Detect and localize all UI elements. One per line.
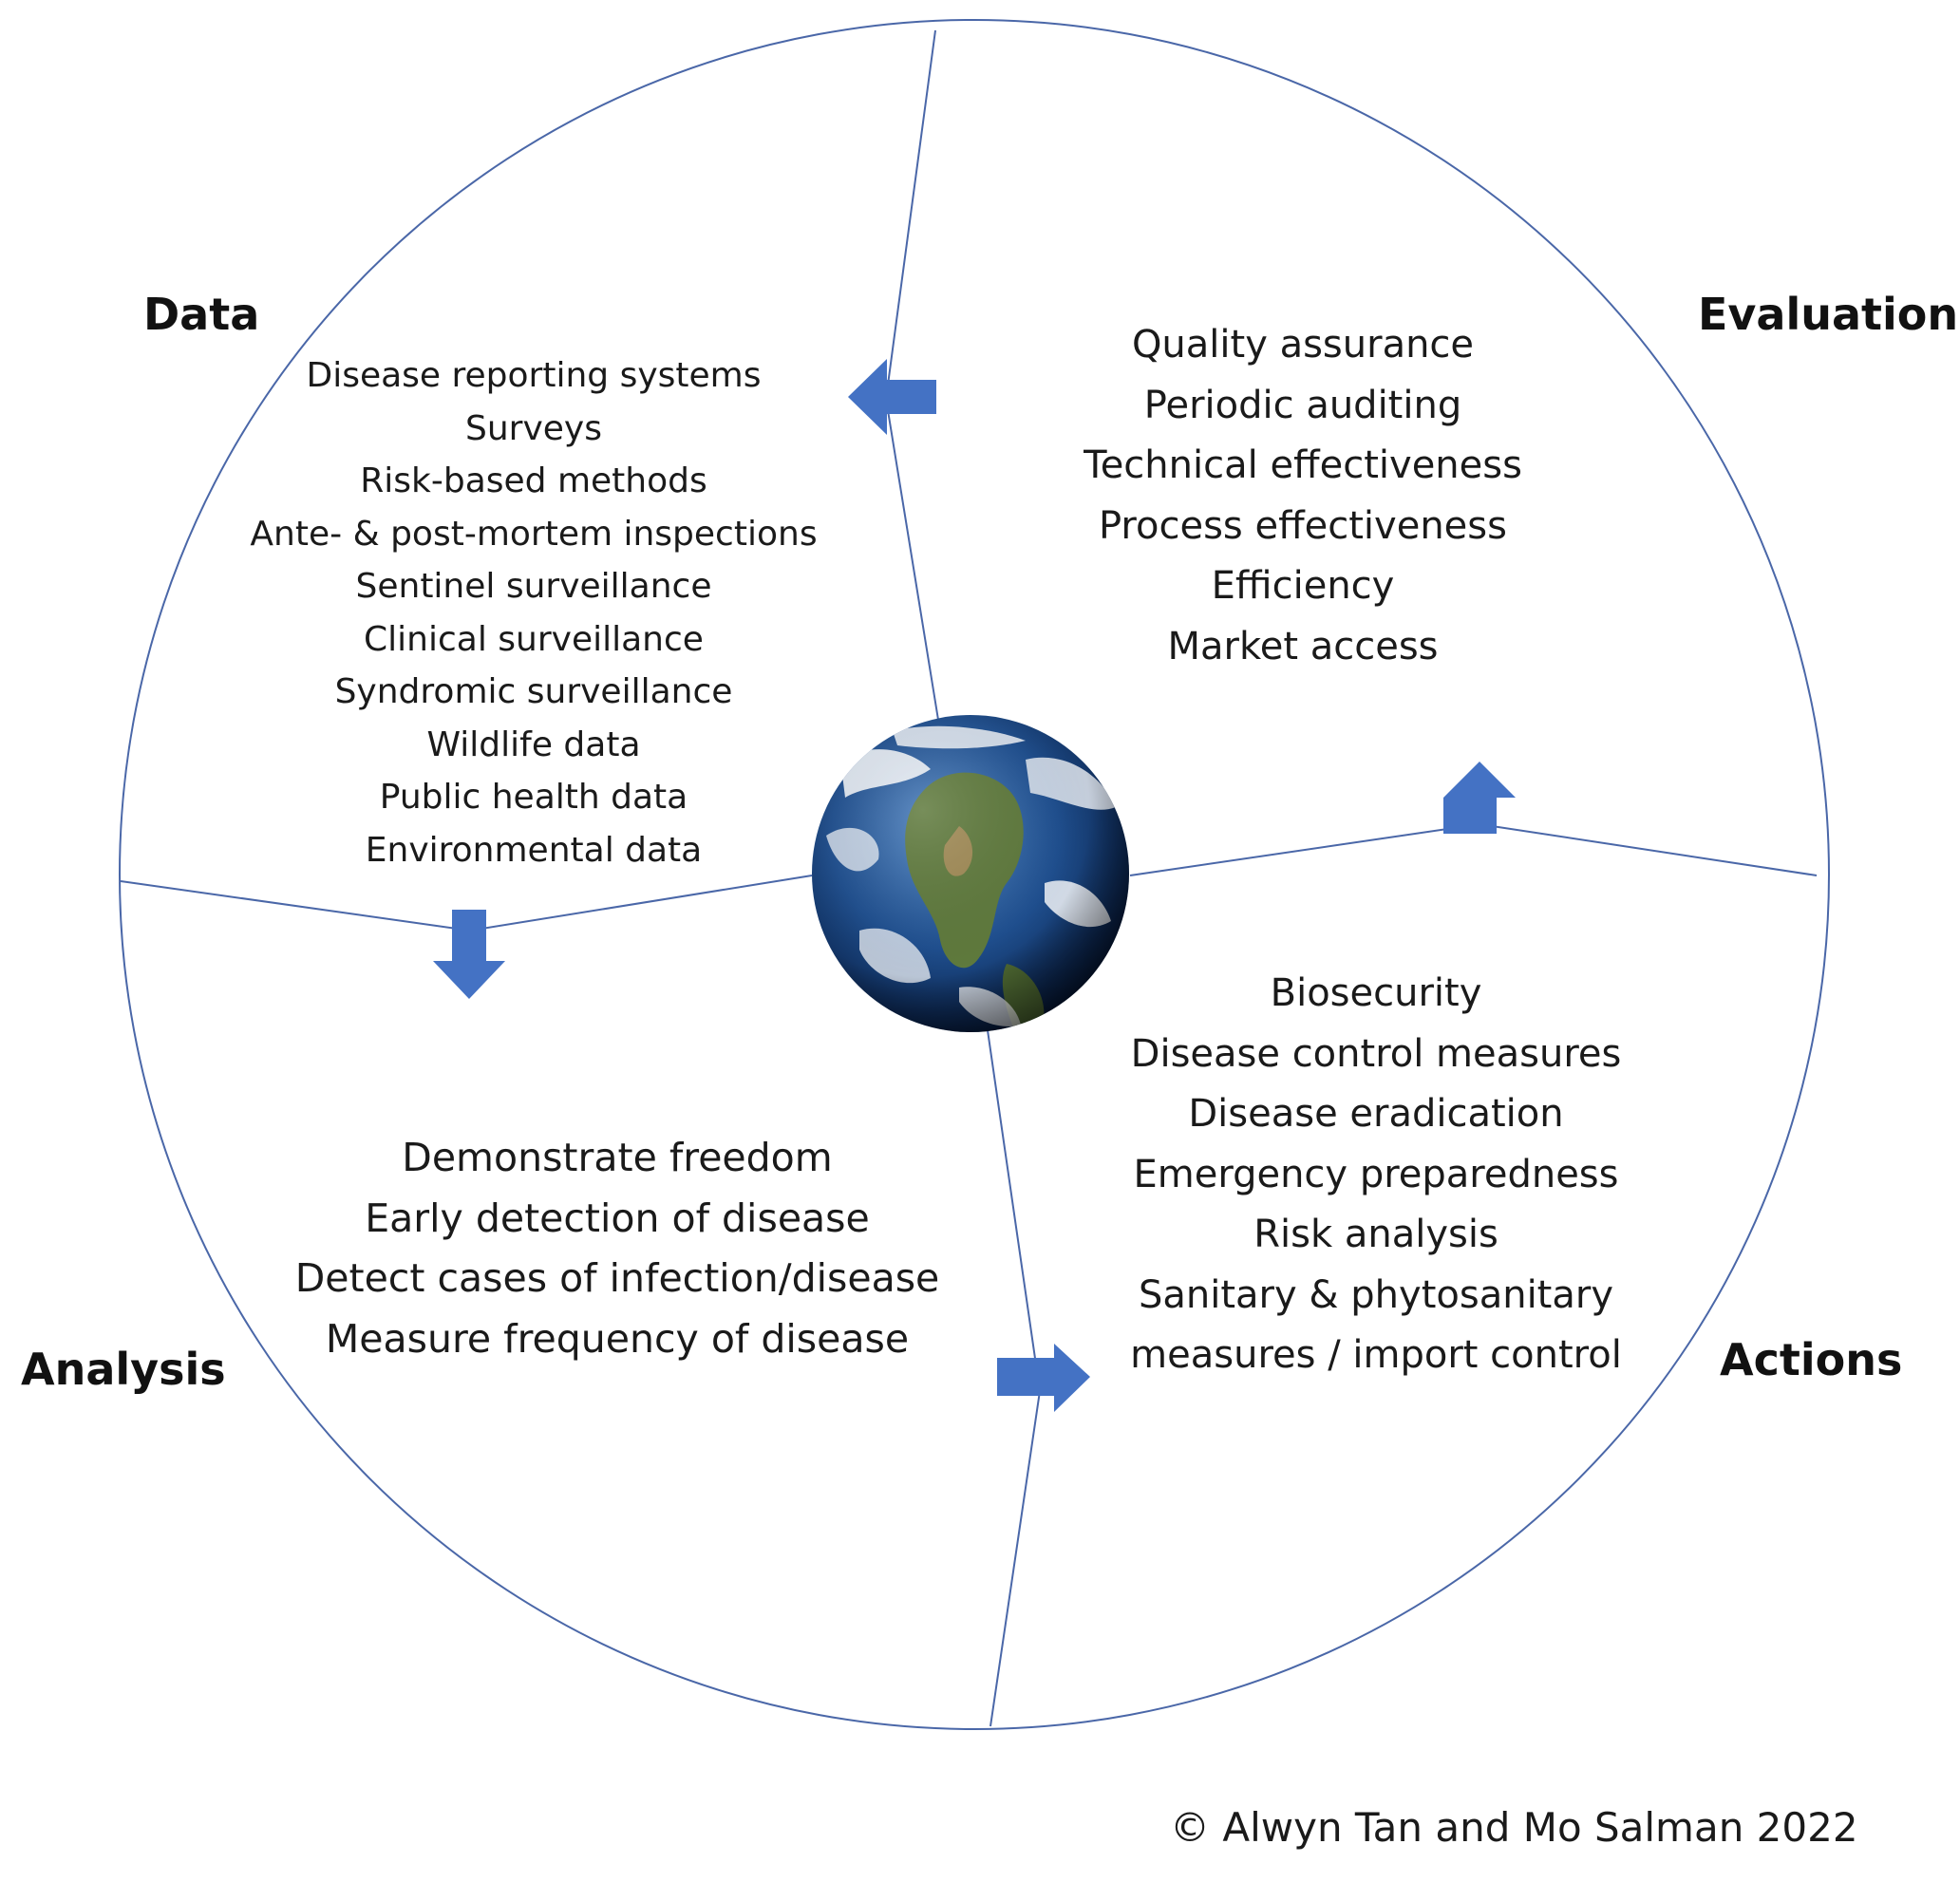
data-item: Public health data <box>379 778 688 817</box>
actions-item: Emergency preparedness <box>1133 1152 1619 1196</box>
actions-item: Risk analysis <box>1253 1213 1498 1256</box>
analysis-quadrant-title: Analysis <box>21 1344 226 1395</box>
actions-quadrant-title: Actions <box>1720 1334 1903 1385</box>
analysis-items-list: Demonstrate freedom Early detection of d… <box>295 1128 940 1369</box>
actions-item: Sanitary & phytosanitary <box>1138 1272 1613 1317</box>
evaluation-item: Process effectiveness <box>1099 503 1507 548</box>
actions-item: Biosecurity <box>1270 971 1482 1015</box>
data-items-list: Disease reporting systems Surveys Risk-b… <box>250 349 817 876</box>
copyright-notice: © Alwyn Tan and Mo Salman 2022 <box>1170 1804 1858 1851</box>
data-quadrant-title: Data <box>143 289 260 340</box>
evaluation-to-data-arrow <box>848 359 936 435</box>
data-item: Clinical surveillance <box>364 619 704 659</box>
evaluation-items-list: Quality assurance Periodic auditing Tech… <box>1084 315 1522 677</box>
data-item: Risk-based methods <box>360 461 707 500</box>
data-item: Ante- & post-mortem inspections <box>250 514 818 554</box>
data-item: Surveys <box>465 408 602 448</box>
data-item: Disease reporting systems <box>306 356 762 395</box>
actions-item: Disease eradication <box>1188 1092 1564 1136</box>
actions-item: Disease control measures <box>1130 1031 1622 1076</box>
divider-data-evaluation <box>884 29 939 721</box>
data-item: Environmental data <box>365 830 703 870</box>
analysis-item: Early detection of disease <box>365 1195 870 1241</box>
flow-arrows <box>433 359 1516 1412</box>
analysis-item: Measure frequency of disease <box>325 1315 910 1362</box>
evaluation-item: Quality assurance <box>1131 323 1475 367</box>
evaluation-item: Efficiency <box>1211 564 1395 608</box>
data-item: Wildlife data <box>426 725 641 764</box>
data-to-analysis-arrow <box>433 910 505 999</box>
analysis-to-actions-arrow <box>997 1344 1090 1412</box>
data-item: Sentinel surveillance <box>355 567 712 606</box>
actions-items-list: Biosecurity Disease control measures Dis… <box>1130 964 1622 1386</box>
outer-cycle-circle <box>119 19 1830 1730</box>
data-item: Syndromic surveillance <box>334 672 733 711</box>
actions-item: measures / import control <box>1130 1333 1622 1377</box>
evaluation-item: Market access <box>1167 624 1439 668</box>
evaluation-quadrant-title: Evaluation <box>1698 289 1959 340</box>
earth-globe-image <box>812 715 1129 1032</box>
analysis-item: Demonstrate freedom <box>402 1135 833 1180</box>
evaluation-item: Periodic auditing <box>1143 383 1462 427</box>
evaluation-item: Technical effectiveness <box>1084 443 1522 487</box>
analysis-item: Detect cases of infection/disease <box>294 1255 940 1301</box>
actions-to-evaluation-arrow <box>1443 762 1516 834</box>
